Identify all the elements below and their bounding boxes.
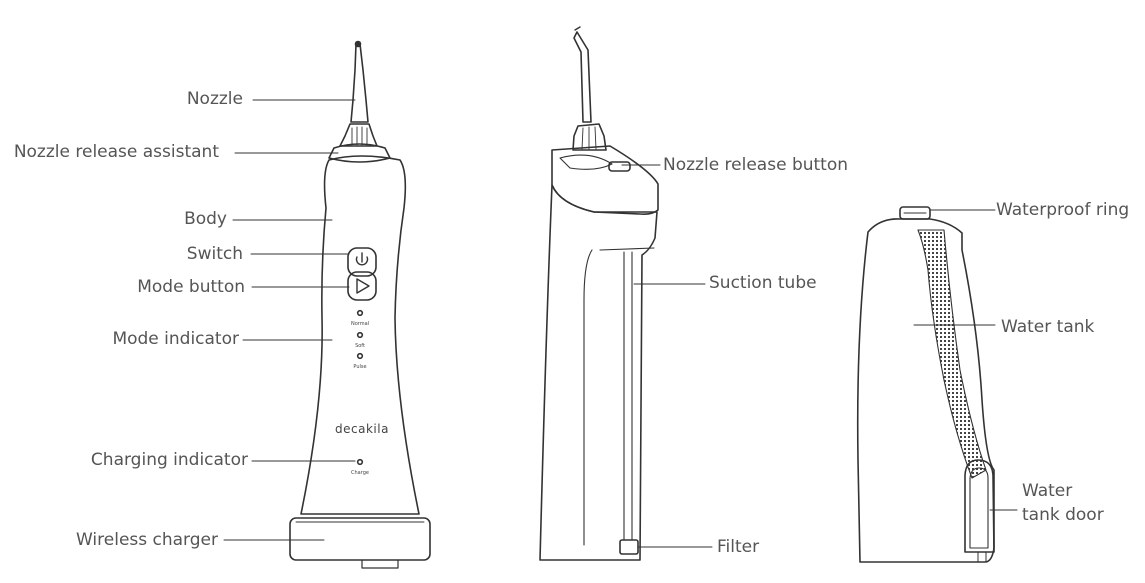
side-nozzle [573,31,592,123]
charge-print: Charge [351,470,369,476]
tank-grip-band [917,229,987,479]
suction-tube [623,251,633,541]
tank-view [856,206,1018,563]
nozzle [350,43,369,123]
label-water-tank-door-line1: Water [1022,481,1073,501]
nozzle-collar [339,123,378,147]
label-mode-button: Mode button [137,277,245,297]
label-body: Body [184,209,227,229]
mode-normal-print: Normal [351,321,369,327]
brand-logo-text: decakila [335,422,389,436]
label-filter: Filter [717,537,760,557]
mode-indicator-normal [356,309,364,317]
wireless-charger [289,517,431,561]
nozzle-release-button [608,161,631,172]
label-mode-indicator: Mode indicator [112,329,239,349]
label-nozzle-release-assistant: Nozzle release assistant [13,142,219,162]
mode-pulse-print: Pulse [353,364,366,370]
water-tank [856,218,995,563]
mode-button [347,271,377,301]
side-body [539,184,658,561]
label-waterproof-ring: Waterproof ring [996,200,1130,220]
body [300,155,420,515]
charging-indicator-led [356,458,364,466]
label-charging-indicator: Charging indicator [90,450,248,470]
label-water-tank: Water tank [1001,317,1095,337]
label-suction-tube: Suction tube [709,273,817,293]
label-switch: Switch [186,244,243,264]
filter [619,539,639,555]
mode-indicator-soft [356,331,364,339]
label-water-tank-door-line2: tank door [1022,505,1104,525]
front-view [223,40,431,569]
label-wireless-charger: Wireless charger [75,530,218,550]
mode-indicator-pulse [356,352,364,360]
mode-soft-print: Soft [355,343,365,349]
label-nozzle: Nozzle [186,89,243,109]
side-view [539,26,713,561]
water-tank-door [964,459,995,553]
side-nozzle-collar [572,123,607,151]
label-nozzle-release-button: Nozzle release button [663,155,849,175]
switch [347,247,377,277]
